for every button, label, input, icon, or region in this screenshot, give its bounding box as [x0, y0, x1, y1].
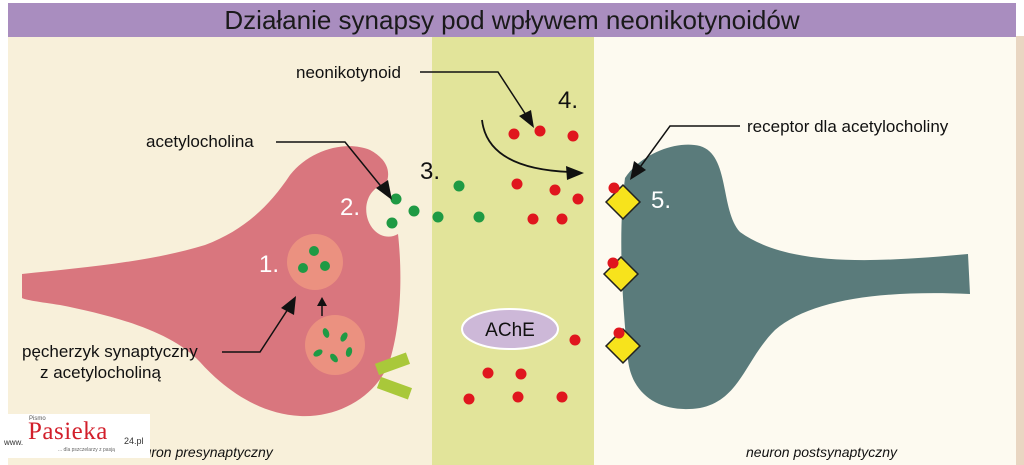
acetylcholine-molecule [322, 328, 330, 338]
neonicotinoid-molecule [607, 257, 619, 269]
vesicle-label-line2: z acetylocholiną [40, 363, 162, 382]
acetylcholine-molecule [408, 205, 420, 217]
postsynaptic-caption: neuron postsynaptyczny [746, 444, 898, 460]
acetylcholine-molecule [340, 332, 348, 342]
acetylcholine-molecule [313, 349, 323, 357]
ache-enzyme-label: AChE [485, 320, 535, 341]
neonicotinoid-leader-line [420, 71, 529, 119]
title-band [8, 3, 1016, 37]
neonicotinoid-molecule [463, 393, 475, 405]
acetylcholine-label: acetylocholina [146, 132, 254, 151]
neonicotinoid-molecule [567, 130, 579, 142]
neonicotinoid-molecule [512, 391, 524, 403]
acetylcholine-molecule [386, 217, 398, 229]
receptor-leader-line [637, 125, 740, 171]
neonicotinoid-flow-arrow [481, 119, 571, 173]
acetylcholine-molecule [453, 180, 465, 192]
neonicotinoid-molecule [556, 391, 568, 403]
neonicotinoid-molecule [515, 368, 527, 380]
acetylcholine-arrowhead [376, 180, 392, 200]
logo-pismo-text: Pismo [29, 416, 46, 422]
neonicotinoid-molecule [511, 178, 523, 190]
acetylcholine-molecule [298, 263, 308, 273]
ion-channel-bar [376, 376, 413, 400]
vesicle-movement-arrowhead [317, 297, 327, 306]
neonicotinoid-molecule [569, 334, 581, 346]
pasieka-logo: Pismo www. Pasieka 24.pl ... dla pszczel… [2, 414, 150, 458]
neonicotinoid-label: neonikotynoid [296, 63, 401, 82]
logo-tld-text: 24.pl [124, 436, 144, 446]
vesicle-arrowhead [281, 296, 296, 315]
step-5: 5. [651, 187, 671, 214]
right-edge-band [1016, 36, 1024, 465]
vesicle-label-line1: pęcherzyk synaptyczny [22, 342, 198, 361]
acetylcholine-leader-line [276, 141, 385, 191]
acetylcholine-molecule [330, 353, 338, 363]
neonicotinoid-molecule [549, 184, 561, 196]
ion-channel-bar [374, 352, 411, 376]
acetylcholine-receptor [604, 183, 642, 221]
neonicotinoid-molecule [534, 125, 546, 137]
step-3: 3. [420, 158, 440, 185]
neonicotinoid-molecule [508, 128, 520, 140]
neonicotinoid-molecule [527, 213, 539, 225]
neonicotinoid-molecule [572, 193, 584, 205]
acetylcholine-molecule [309, 246, 319, 256]
neonicotinoid-molecule [556, 213, 568, 225]
receptor-label: receptor dla acetylocholiny [747, 117, 949, 136]
neonicotinoid-molecule [482, 367, 494, 379]
ache-enzyme [461, 308, 559, 350]
acetylcholine-receptor [604, 327, 642, 365]
step-1: 1. [259, 251, 279, 278]
neonicotinoid-molecule [613, 327, 625, 339]
neonicotinoid-arrowhead [519, 110, 534, 128]
vesicle-leader-line [222, 305, 291, 353]
diagram-title: Działanie synapsy pod wpływem neonikotyn… [224, 5, 799, 35]
postsynaptic-neuron [621, 144, 970, 410]
acetylcholine-molecule [320, 261, 330, 271]
acetylcholine-molecule [345, 347, 353, 357]
acetylcholine-molecule [473, 211, 485, 223]
synaptic-vesicle-2 [305, 315, 365, 375]
neonicotinoid-flow-arrowhead [566, 166, 584, 180]
step-2: 2. [340, 194, 360, 221]
presynaptic-caption: neuron presynaptyczny [128, 444, 274, 460]
acetylcholine-molecule [390, 193, 402, 205]
step-4: 4. [558, 87, 578, 114]
acetylcholine-molecule [432, 211, 444, 223]
neonicotinoid-molecule [608, 182, 620, 194]
synaptic-vesicle-1 [287, 234, 343, 290]
receptor-arrowhead [630, 161, 646, 180]
logo-brand-text: Pasieka [28, 418, 108, 445]
synaptic-cleft-zone [432, 36, 594, 465]
logo-tagline-text: ... dla pszczelarzy z pasją [58, 447, 115, 453]
logo-www-text: www. [4, 438, 24, 447]
